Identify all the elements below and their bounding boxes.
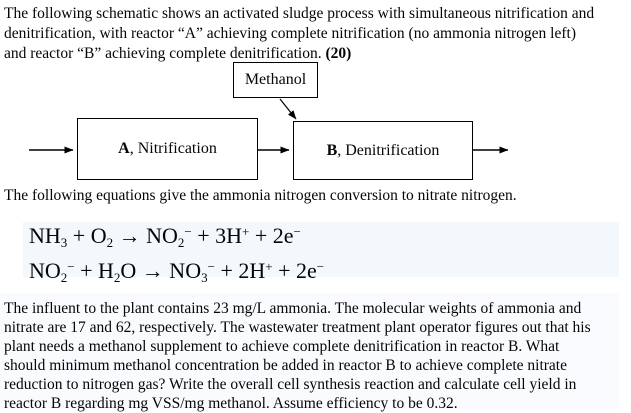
equation-segment: + 2H: [214, 258, 266, 283]
text-line: denitrification, with reactor “A” achiev…: [4, 25, 576, 42]
text-line: nitrate are 17 and 62, respectively. The…: [4, 319, 591, 336]
equation-segment: + 3H: [191, 223, 242, 248]
points-value: (20): [325, 45, 352, 62]
text-line: reduction to nitrogen gas? Write the ove…: [4, 376, 577, 393]
equation-block: NH3 + O2 → NO2− + 3H+ + 2e− NO2− + H2O →…: [23, 222, 619, 284]
equation-segment: −: [184, 224, 192, 239]
equation-segment: + 2e: [249, 223, 294, 248]
reactor-a-letter: A: [118, 140, 130, 157]
text-line: The following schematic shows an activat…: [4, 5, 595, 22]
reactor-b-label: B, Denitrification: [327, 142, 440, 160]
reactor-a-text: , Nitrification: [129, 140, 217, 157]
equation-segment: + O: [67, 223, 107, 248]
equation-segment: + 2e: [272, 258, 317, 283]
problem-paragraph: The influent to the plant contains 23 mg…: [0, 293, 619, 412]
equation-segment: 2: [106, 235, 114, 250]
text-line: and reactor “B” achieving complete denit…: [4, 44, 594, 64]
text-segment: and reactor “B” achieving complete denit…: [4, 45, 326, 62]
text-line: reactor B regarding mg VSS/mg methanol. …: [4, 395, 458, 412]
equation-segment: → NO: [113, 223, 178, 248]
text-line: plant needs a methanol supplement to ach…: [4, 338, 560, 355]
text-line: The influent to the plant contains 23 mg…: [4, 300, 582, 317]
equation-nitritation: NH3 + O2 → NO2− + 3H+ + 2e−: [29, 223, 619, 250]
equation-segment: −: [316, 259, 325, 274]
reactor-b-text: , Denitrification: [337, 141, 440, 159]
text-line: should minimum methanol concentration be…: [4, 357, 567, 374]
equation-nitratation: NO2− + H2O → NO3− + 2H+ + 2e−: [29, 258, 619, 285]
equation-segment: +: [265, 259, 273, 274]
equation-segment: −: [293, 224, 301, 239]
methanol-feed-arrow: [279, 98, 297, 120]
intro-paragraph: The following schematic shows an activat…: [4, 4, 594, 64]
reactor-b-letter: B: [326, 141, 338, 159]
equation-segment: O → NO: [120, 258, 202, 283]
equation-segment: + H: [74, 258, 114, 283]
equation-segment: NO: [29, 258, 61, 283]
equation-segment: −: [67, 259, 75, 274]
reactor-a-box: A, Nitrification: [77, 118, 258, 180]
reactor-a-label: A, Nitrification: [118, 140, 217, 158]
equations-intro: The following equations give the ammonia…: [4, 187, 517, 204]
equation-segment: +: [242, 224, 250, 239]
equation-segment: −: [207, 259, 215, 274]
equation-segment: 2: [113, 270, 121, 285]
reactor-b-box: B, Denitrification: [293, 121, 473, 180]
equation-segment: 3: [60, 235, 68, 250]
equation-segment: NH: [29, 223, 61, 248]
equation-segment: 2: [177, 235, 185, 250]
equation-segment: 2: [60, 270, 68, 285]
methanol-label: Methanol: [244, 71, 307, 88]
methanol-box: Methanol: [233, 62, 318, 98]
equation-segment: 3: [201, 270, 208, 285]
